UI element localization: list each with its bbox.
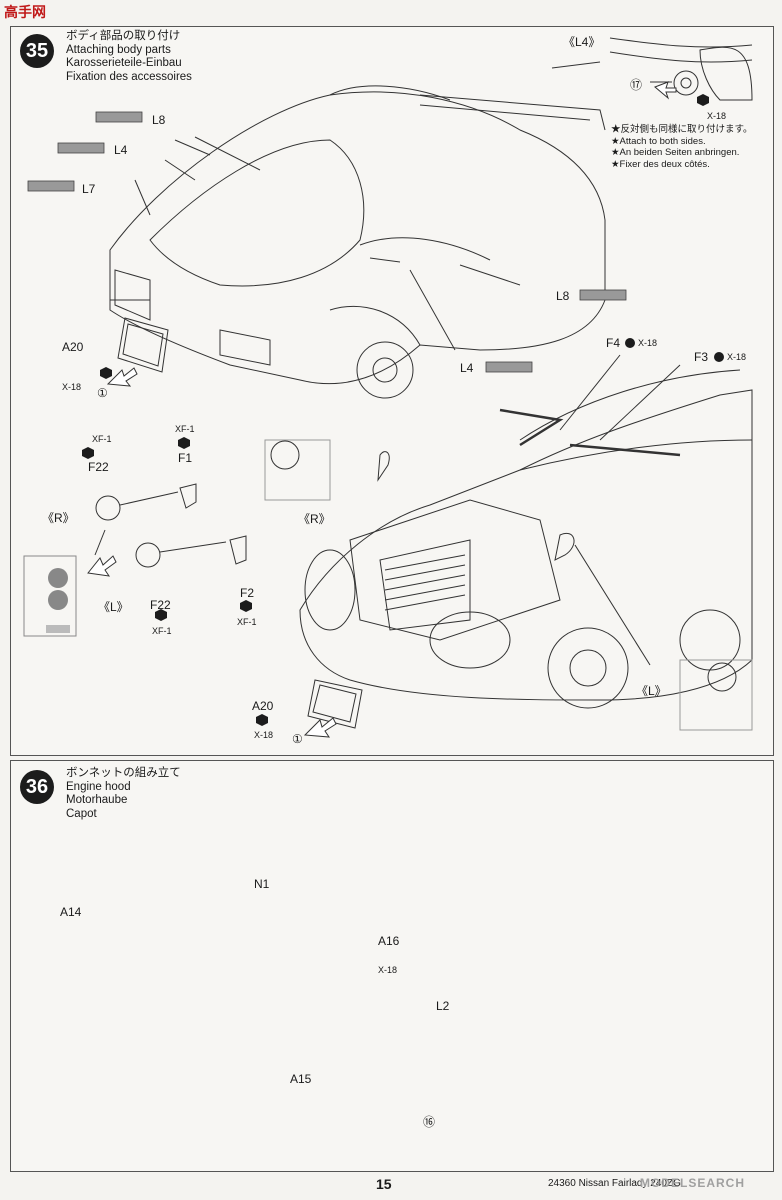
step-36-title-fr: Capot bbox=[66, 807, 97, 820]
label-circle17: ⑰ bbox=[630, 78, 643, 92]
label-f4: F4 bbox=[606, 336, 621, 350]
label-x18-36: X-18 bbox=[378, 965, 398, 975]
label-f3-x18: X-18 bbox=[727, 352, 747, 362]
site-watermark-logo: 高手网 bbox=[4, 4, 46, 20]
step-36-titles: ボンネットの組み立て Engine hood Motorhaube Capot bbox=[66, 767, 181, 821]
label-circle16: ⑯ bbox=[423, 1115, 436, 1129]
label-f1: F1 bbox=[178, 451, 193, 465]
step-36-title-en: Engine hood bbox=[66, 780, 131, 793]
label-a20-b: A20 bbox=[252, 699, 274, 713]
label-l8-a: L8 bbox=[152, 113, 166, 127]
label-xf1-a: XF-1 bbox=[92, 434, 112, 444]
label-xf1-c: XF-1 bbox=[152, 626, 172, 636]
footer-product-code: 24360 Nissan Fairlady 240ZG bbox=[548, 1178, 681, 1189]
note-line-de: ★An beiden Seiten anbringen. bbox=[611, 147, 740, 158]
label-a20-a: A20 bbox=[62, 340, 84, 354]
label-r-b: 《R》 bbox=[298, 512, 331, 526]
step-35-title-fr: Fixation des accessoires bbox=[66, 70, 192, 83]
step-36-title-de: Motorhaube bbox=[66, 794, 128, 806]
note-line-fr: ★Fixer des deux côtés. bbox=[611, 158, 710, 170]
note-line-en: ★Attach to both sides. bbox=[611, 135, 706, 147]
label-l7: L7 bbox=[82, 182, 96, 196]
page-number: 15 bbox=[376, 1176, 392, 1192]
label-l-b: 《L》 bbox=[636, 684, 667, 698]
step-35-title-de: Karosserieteile-Einbau bbox=[66, 57, 182, 69]
step-35-titles: ボディ部品の取り付け Attaching body parts Karosser… bbox=[66, 30, 192, 84]
label-xf1-b: XF-1 bbox=[175, 424, 195, 434]
label-r-a: 《R》 bbox=[42, 511, 75, 525]
label-l2: L2 bbox=[436, 999, 450, 1013]
label-f4-x18: X-18 bbox=[638, 338, 658, 348]
step-36-title-jp: ボンネットの組み立て bbox=[66, 767, 181, 779]
label-circle1-a: ① bbox=[97, 386, 108, 400]
step-number-35: 35 bbox=[20, 34, 54, 68]
label-f22-b: F22 bbox=[150, 598, 171, 612]
label-x18-a: X-18 bbox=[62, 382, 82, 392]
label-f22-a: F22 bbox=[88, 460, 109, 474]
label-l-a: 《L》 bbox=[98, 600, 129, 614]
step-36-panel bbox=[10, 760, 774, 1172]
label-f2: F2 bbox=[240, 586, 255, 600]
label-xf1-d: XF-1 bbox=[237, 617, 257, 627]
label-a16: A16 bbox=[378, 934, 400, 948]
label-a14: A14 bbox=[60, 905, 82, 919]
label-l8-b: L8 bbox=[556, 289, 570, 303]
label-circle1-b: ① bbox=[292, 732, 303, 746]
site-watermark-text: MODELSEARCH bbox=[640, 1176, 746, 1190]
label-l4-a: L4 bbox=[114, 143, 128, 157]
step-35-title-jp: ボディ部品の取り付け bbox=[66, 30, 181, 42]
label-x18-b: X-18 bbox=[254, 730, 274, 740]
step-35-title-en: Attaching body parts bbox=[66, 43, 171, 56]
label-l4-top: 《L4》 bbox=[563, 35, 601, 49]
label-f3: F3 bbox=[694, 350, 709, 364]
label-x18-top: X-18 bbox=[707, 111, 727, 121]
label-n1: N1 bbox=[254, 877, 270, 891]
note-line-jp: ★反対側も同様に取り付けます。 bbox=[611, 124, 753, 135]
step-35-note: ★反対側も同様に取り付けます。 ★Attach to both sides. ★… bbox=[611, 124, 753, 170]
label-a15: A15 bbox=[290, 1072, 312, 1086]
label-l4-b: L4 bbox=[460, 361, 474, 375]
step-number-36: 36 bbox=[20, 770, 54, 804]
